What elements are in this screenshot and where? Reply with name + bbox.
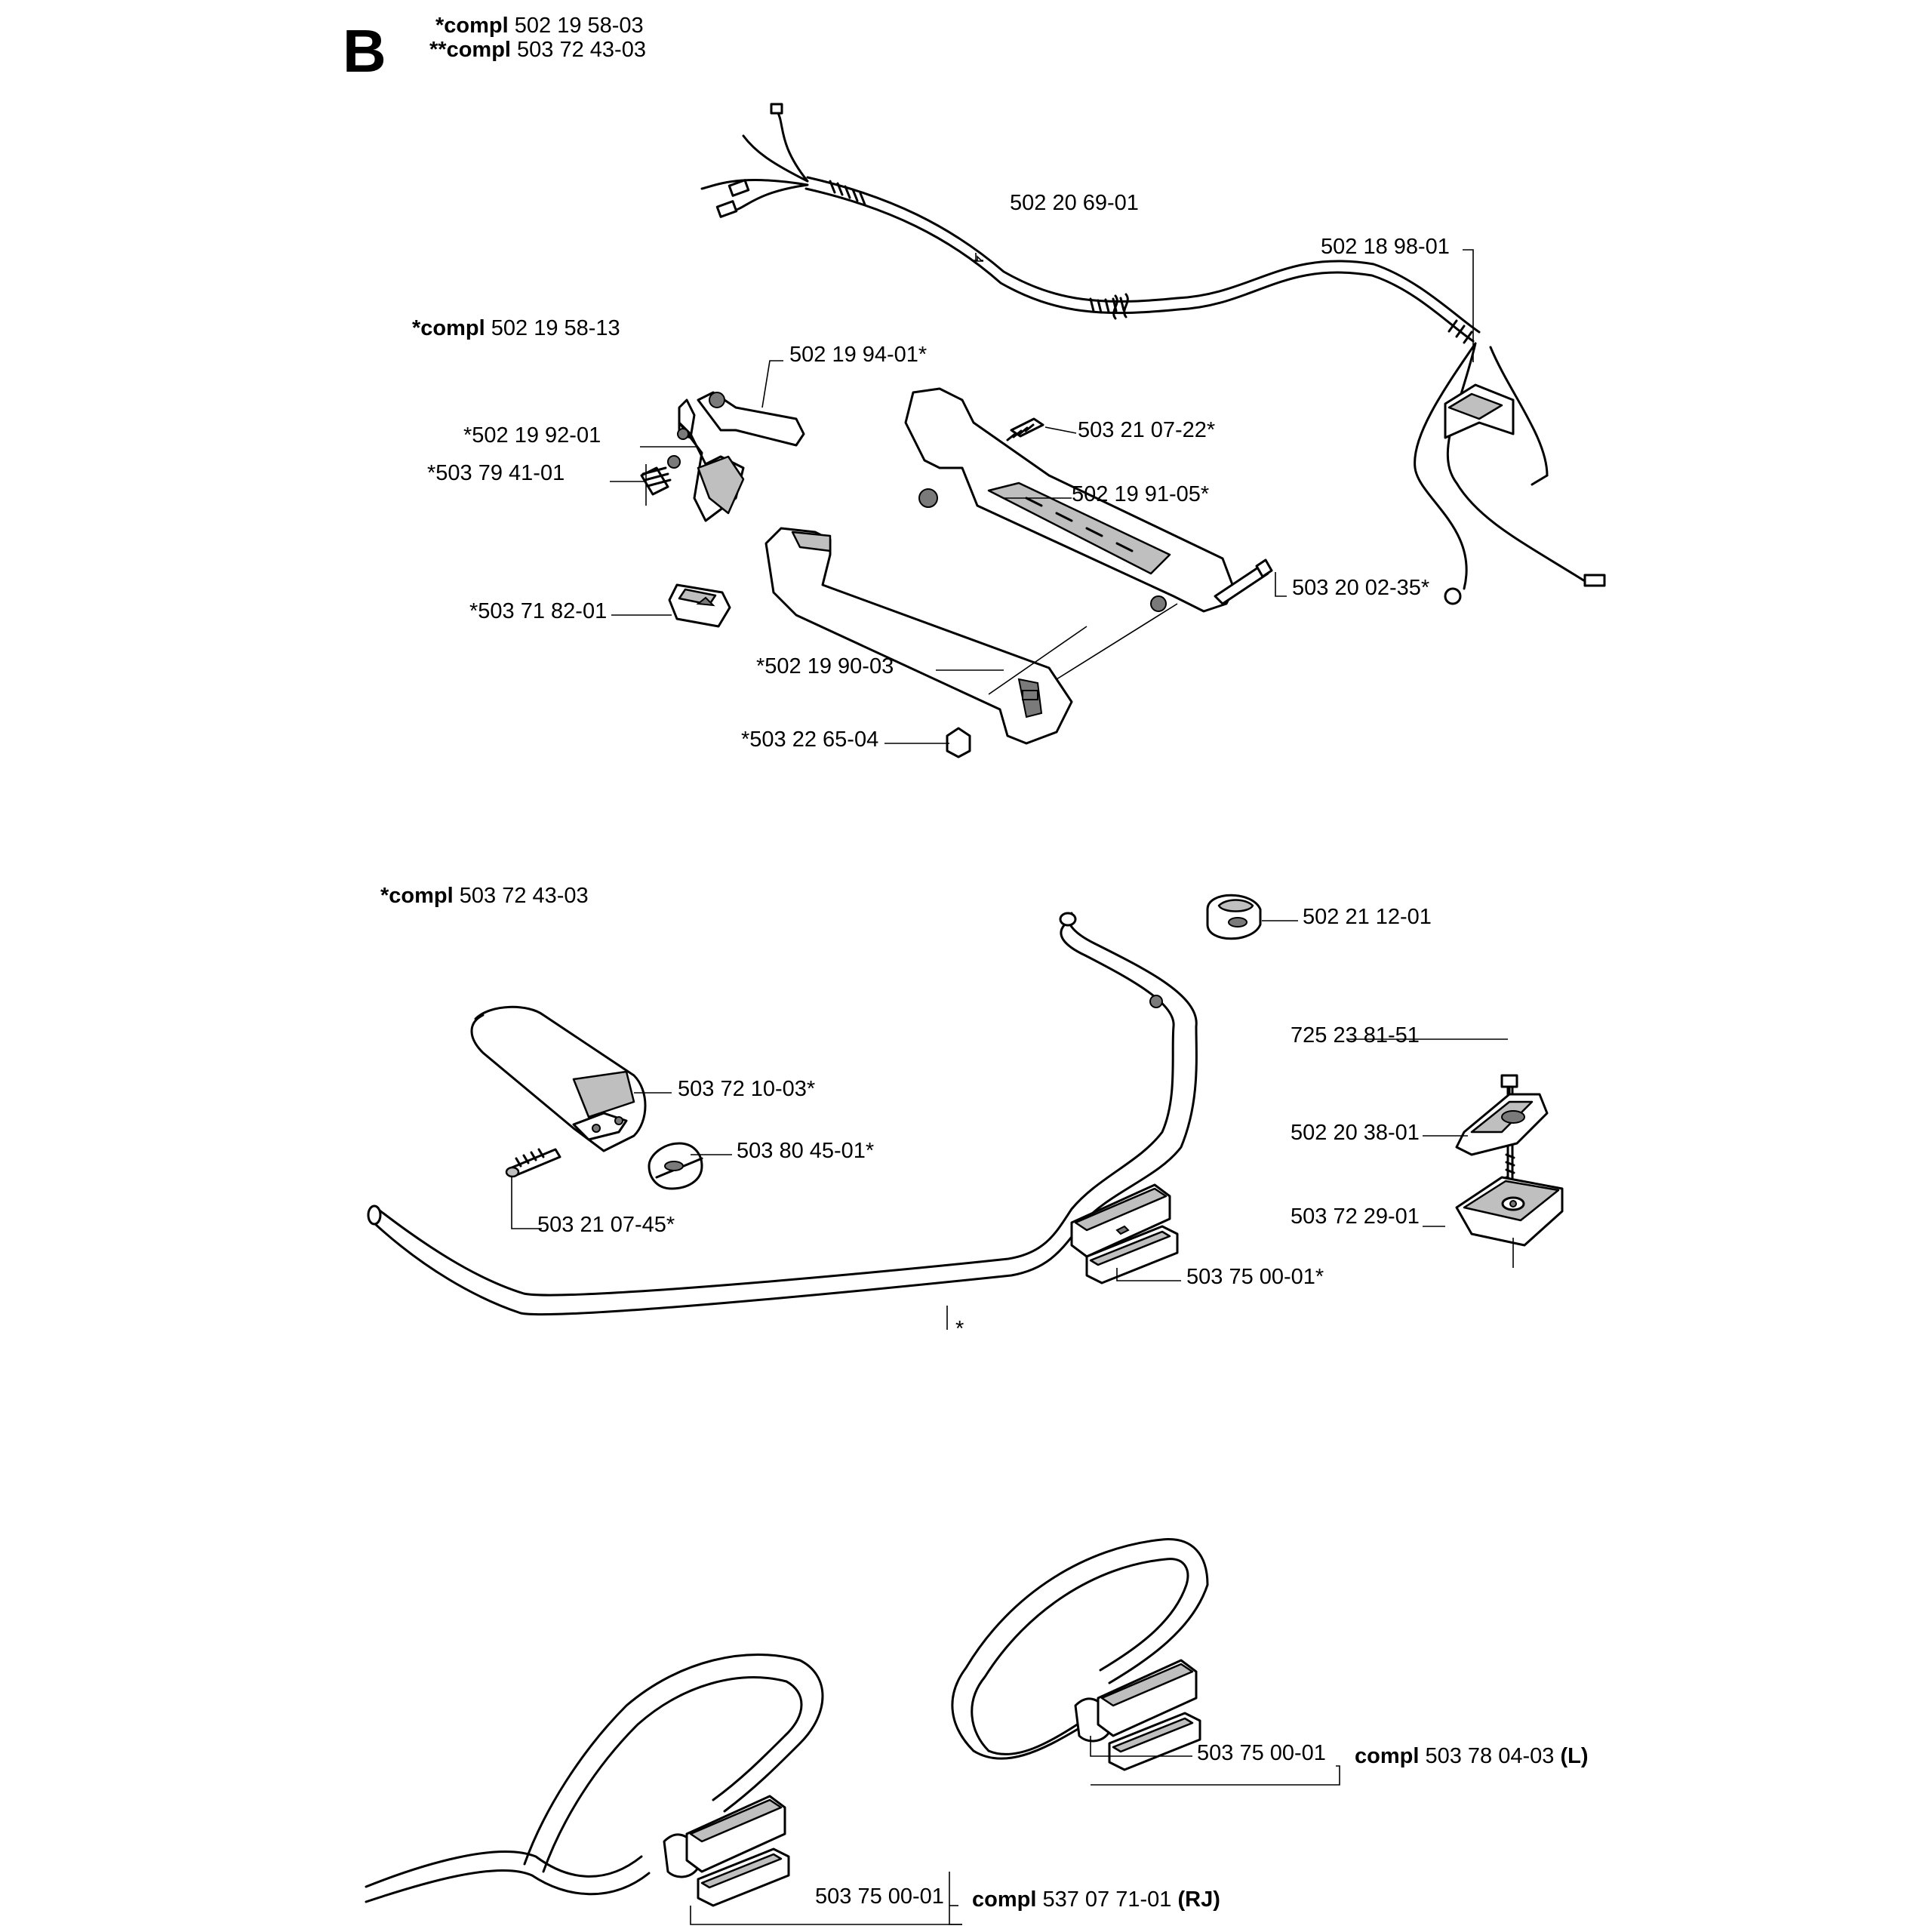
part-label-knob: 502 20 38-01 [1291, 1121, 1420, 1145]
section-letter: B [343, 17, 386, 85]
part-label-guard: 503 72 10-03* [678, 1077, 816, 1101]
part-label-cable-end: 502 18 98-01 [1321, 235, 1450, 259]
part-label-spring: *503 79 41-01 [427, 461, 565, 485]
part-label-bolt: 725 23 81-51 [1291, 1023, 1420, 1048]
loop-kit-l-suffix: (L) [1560, 1744, 1589, 1768]
part-label-screw-top: 503 21 07-22* [1078, 418, 1216, 442]
part-label-screw-guard: 503 21 07-45* [537, 1213, 675, 1237]
loop-kit-rj-suffix: (RJ) [1177, 1887, 1220, 1912]
kit-bar-number: 503 72 43-03 [459, 884, 589, 908]
part-label-clamp-bottom: 503 75 00-01* [1186, 1265, 1324, 1289]
header-kit-line2: **compl 503 72 43-03 [429, 38, 646, 63]
part-label-trigger: *502 19 92-01 [463, 423, 601, 448]
header-line1-number: 502 19 58-03 [514, 14, 644, 38]
loop-handle-l [951, 1538, 1209, 1771]
part-label-loop-clamp-rj: 503 75 00-01 [815, 1884, 944, 1909]
loop-kit-l-prefix: compl [1355, 1744, 1420, 1768]
part-label-throttle-lever: 502 19 94-01* [789, 343, 928, 367]
part-label-loop-clamp-l: 503 75 00-01 [1197, 1741, 1326, 1765]
header-line2-prefix: **compl [429, 38, 511, 62]
loop-kit-l-label: compl 503 78 04-03 (L) [1355, 1743, 1589, 1769]
loop-kit-l-number: 503 78 04-03 [1425, 1744, 1555, 1768]
throttle-lever-group [640, 391, 805, 522]
part-label-cable: 502 20 69-01 [1010, 191, 1139, 215]
kit-bar-prefix: *compl [380, 884, 454, 908]
clamp-group [1206, 894, 1564, 1247]
header-line2-number: 503 72 43-03 [517, 38, 646, 62]
kit-handle-number: 502 19 58-13 [491, 316, 620, 340]
header-line1-prefix: *compl [435, 14, 509, 38]
handlebar [367, 912, 1198, 1316]
small-parts [668, 417, 1273, 758]
part-label-clamp-top: 503 72 29-01 [1291, 1204, 1420, 1229]
loop-handle-rj [365, 1654, 824, 1907]
part-label-spacer: 503 80 45-01* [737, 1139, 875, 1163]
handle-halves [764, 387, 1235, 745]
handlebar-asterisk: * [955, 1317, 964, 1341]
part-label-stop-switch: *503 71 82-01 [469, 599, 608, 623]
kit-handle-label: *compl 502 19 58-13 [412, 315, 620, 341]
kit-bar-label: *compl 503 72 43-03 [380, 883, 589, 909]
loop-kit-rj-label: compl 537 07 71-01 (RJ) [972, 1887, 1220, 1912]
part-label-handle-half-left: *502 19 90-03 [756, 654, 894, 678]
part-label-nut: *503 22 65-04 [741, 728, 879, 752]
loop-kit-rj-prefix: compl [972, 1887, 1037, 1912]
kit-handle-prefix: *compl [412, 316, 485, 340]
header-kit-line1: *compl 502 19 58-03 [435, 14, 644, 38]
part-label-screw-long: 503 20 02-35* [1292, 576, 1430, 600]
part-label-handle-half-right: 502 19 91-05* [1072, 482, 1210, 506]
leader-lines [511, 249, 1514, 1925]
loop-kit-rj-number: 537 07 71-01 [1042, 1887, 1172, 1912]
throttle-cable [700, 103, 1606, 605]
part-label-cable-clip: 502 21 12-01 [1303, 905, 1432, 929]
guard-group [470, 1005, 703, 1190]
